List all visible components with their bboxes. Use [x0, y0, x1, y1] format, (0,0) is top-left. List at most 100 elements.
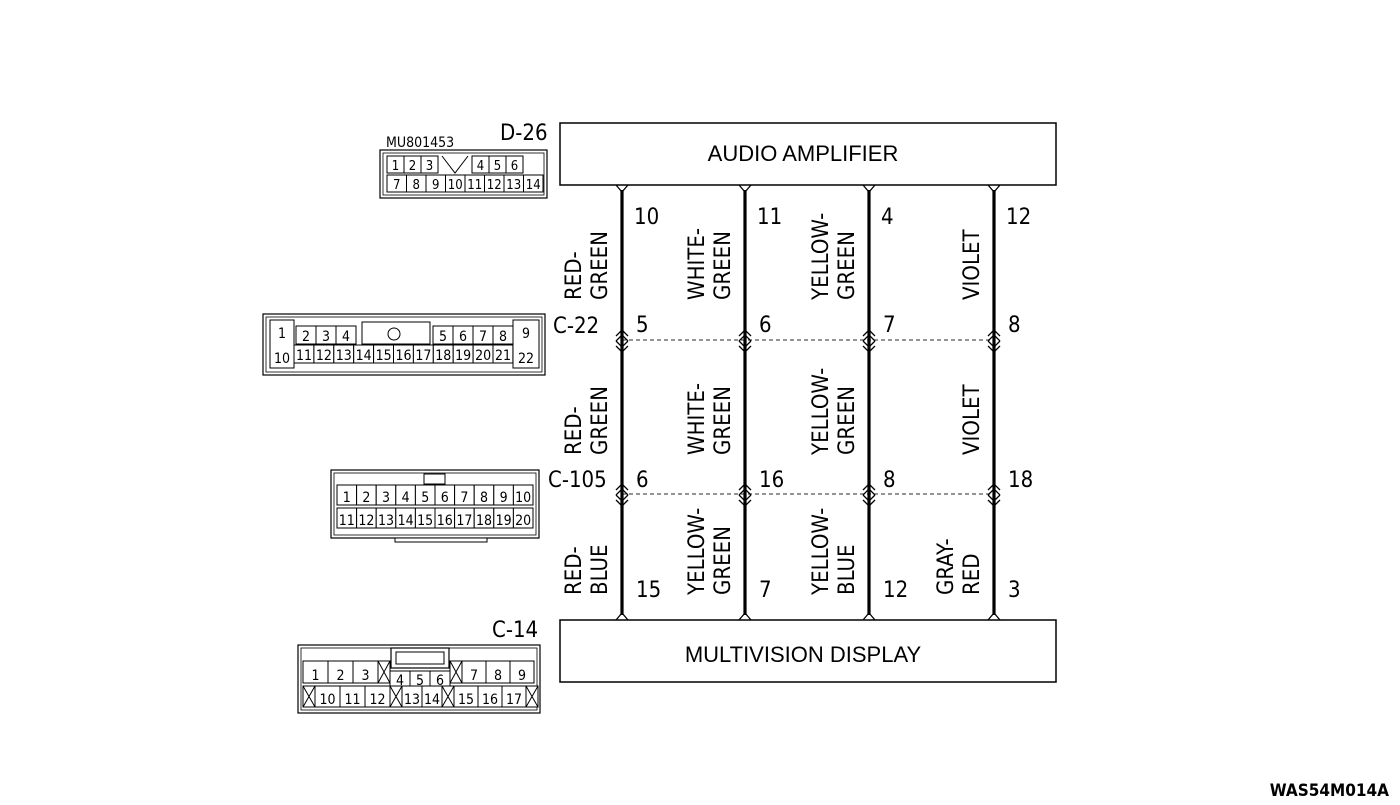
pin-number: 12 [358, 513, 374, 529]
pin-number: 13 [378, 513, 394, 529]
pin: 12 [364, 685, 391, 708]
pin-cell [512, 507, 534, 529]
blank-pin-mark [377, 660, 391, 684]
terminal-c22-upper [738, 329, 752, 342]
pin: 16 [477, 685, 503, 708]
pin-cell [509, 660, 535, 684]
connector-inner [265, 316, 543, 373]
pin-c22: 5 [636, 313, 649, 338]
pin-number: 14 [526, 178, 541, 193]
pin-number: 11 [296, 348, 312, 364]
wire-color-upper: YELLOW-GREEN [809, 213, 860, 301]
pin-c22: 7 [883, 313, 896, 338]
blank-pin-mark [525, 685, 539, 708]
blank-pin-mark [302, 685, 316, 708]
pin [302, 685, 316, 708]
pin-number: 6 [441, 490, 449, 506]
wire-color-lower: YELLOW-GREEN [685, 508, 736, 596]
pin: 15 [414, 507, 436, 529]
pin-number: 7 [393, 178, 400, 193]
wire-color-label: RED- [562, 251, 587, 300]
pin-number: 4 [402, 490, 410, 506]
figure-code: WAS54M014A [1270, 781, 1389, 801]
pin-number: 16 [482, 692, 498, 708]
pin: 9 [493, 484, 514, 506]
pin-number: 1 [311, 668, 319, 684]
pin-number: 5 [494, 159, 501, 174]
wire-color-upper: WHITE-GREEN [685, 228, 736, 300]
pin-number: 4 [477, 159, 484, 174]
wires: 105615RED-GREENRED-GREENRED-BLUE116167WH… [562, 184, 1033, 621]
pin-cell [492, 325, 514, 345]
wire-color-label: GRAY- [934, 538, 959, 595]
pin-number: 7 [479, 329, 487, 345]
pin-number: 2 [409, 159, 416, 174]
pin-number: 18 [476, 513, 492, 529]
pin-number: 10 [448, 178, 463, 193]
pin-number: 9 [500, 490, 508, 506]
pin: 17 [501, 685, 527, 708]
pin-number: 19 [455, 348, 471, 364]
pin-number: 6 [511, 159, 518, 174]
wire-color-lower: RED-BLUE [562, 545, 613, 596]
pin-number: 13 [506, 178, 521, 193]
pin-d26: 4 [881, 205, 894, 230]
pin-number: 9 [432, 178, 439, 193]
pin: 12 [484, 174, 505, 193]
pin-number: 7 [470, 668, 478, 684]
connector-d26-label: D-26 [500, 121, 548, 146]
pin: 7 [386, 174, 407, 193]
pin-cell [269, 319, 295, 369]
wire-color-label: YELLOW- [809, 213, 834, 301]
pin-number: 2 [336, 668, 344, 684]
pin-c105: 18 [1008, 468, 1033, 493]
wire-color-middle: WHITE-GREEN [685, 383, 736, 455]
pin: 14 [523, 174, 544, 193]
pin: 10 [512, 484, 534, 506]
wire-color-label: VIOLET [960, 229, 985, 300]
terminal-c105-upper [615, 483, 629, 496]
pin-number: 9 [522, 326, 530, 342]
pin-number: 22 [518, 351, 534, 367]
wire-color-label: GREEN [711, 386, 736, 455]
pin-number: 8 [413, 178, 420, 193]
pin-cell [335, 325, 357, 345]
pin-c14: 12 [883, 578, 908, 603]
lock-hole-icon [387, 327, 401, 341]
pin-cell [512, 484, 534, 506]
terminal-c14 [738, 612, 752, 621]
pin-number: 8 [480, 490, 488, 506]
connector-inner [382, 152, 545, 196]
connector-c105-label: C-105 [548, 468, 607, 493]
wire-color-label: GREEN [711, 231, 736, 300]
terminal-c105-upper [738, 483, 752, 496]
connector-key-icon [441, 155, 469, 174]
pin-number: 8 [494, 668, 502, 684]
pin-number: 17 [506, 692, 522, 708]
pin: 18 [473, 507, 495, 529]
pin-number: 16 [437, 513, 453, 529]
wire-color-label: RED- [562, 546, 587, 595]
pin: 2 [356, 484, 377, 506]
pin-number: 6 [436, 673, 444, 689]
pin-number: 11 [339, 513, 355, 529]
pin-number: 5 [416, 673, 424, 689]
wire-color-label: GREEN [588, 231, 613, 300]
pin-number: 9 [518, 668, 526, 684]
pin-number: 3 [382, 490, 390, 506]
connector-c22-label: C-22 [553, 314, 599, 339]
terminal-c22-lower [987, 340, 1001, 353]
pin: 9 [425, 174, 446, 193]
connector-lock-inner [395, 651, 445, 665]
wire-color-label: GREEN [835, 386, 860, 455]
multivision-display-label: MULTIVISION DISPLAY [685, 642, 922, 667]
terminal-c22-upper [862, 329, 876, 342]
blank-pin-mark [389, 685, 403, 708]
terminal-c105-lower [615, 494, 629, 507]
wire-color-label: YELLOW- [809, 508, 834, 596]
pin: 16 [434, 507, 456, 529]
